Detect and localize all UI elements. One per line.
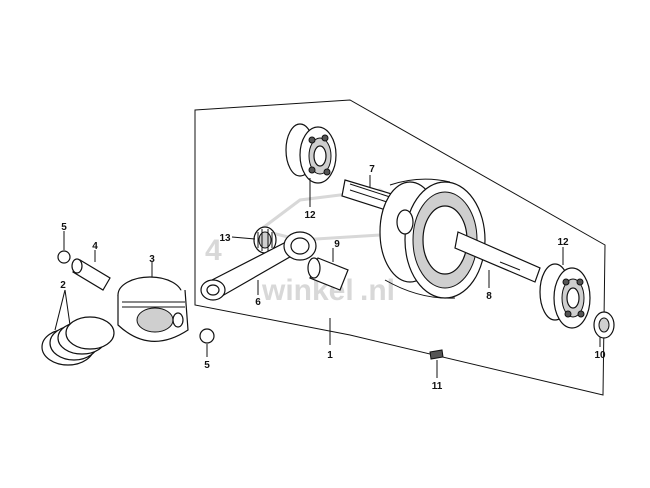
watermark-suffix: .nl (360, 274, 395, 307)
circlip-upper (57, 250, 71, 264)
callout-11: 11 (432, 381, 443, 392)
callout-numbers: 1 2 3 4 5 5 6 7 8 9 10 11 12 12 13 (60, 164, 606, 392)
crankshaft-assembly-outline (194, 99, 606, 396)
callout-6: 6 (255, 297, 261, 308)
callout-2: 2 (60, 280, 66, 291)
circlip-lower (199, 328, 215, 344)
bearing-lower (539, 263, 591, 329)
woodruff-key-11 (429, 349, 444, 360)
callout-13: 13 (219, 233, 231, 244)
callout-7: 7 (369, 164, 375, 175)
callout-9: 9 (334, 239, 340, 250)
crankshaft-flywheels (379, 178, 486, 299)
callout-10: 10 (594, 350, 606, 361)
piston-pin-4 (71, 258, 111, 291)
callout-12-upper: 12 (304, 210, 316, 221)
callout-3: 3 (149, 254, 155, 265)
callout-5-upper: 5 (61, 222, 67, 233)
callout-8: 8 (486, 291, 492, 302)
callout-1: 1 (327, 350, 333, 361)
nut-10 (593, 311, 615, 339)
watermark-number: 4 (205, 234, 222, 267)
crankshaft-shaft-right (454, 231, 541, 283)
piston-3 (117, 276, 189, 342)
callout-4: 4 (92, 241, 98, 252)
bearing-upper (285, 123, 337, 184)
crank-pin-9 (307, 257, 349, 291)
callout-12-lower: 12 (557, 237, 569, 248)
callout-5-lower: 5 (204, 360, 210, 371)
leader-lines (54, 175, 601, 378)
piston-rings-2 (41, 316, 115, 366)
connecting-rod-6 (200, 231, 317, 301)
